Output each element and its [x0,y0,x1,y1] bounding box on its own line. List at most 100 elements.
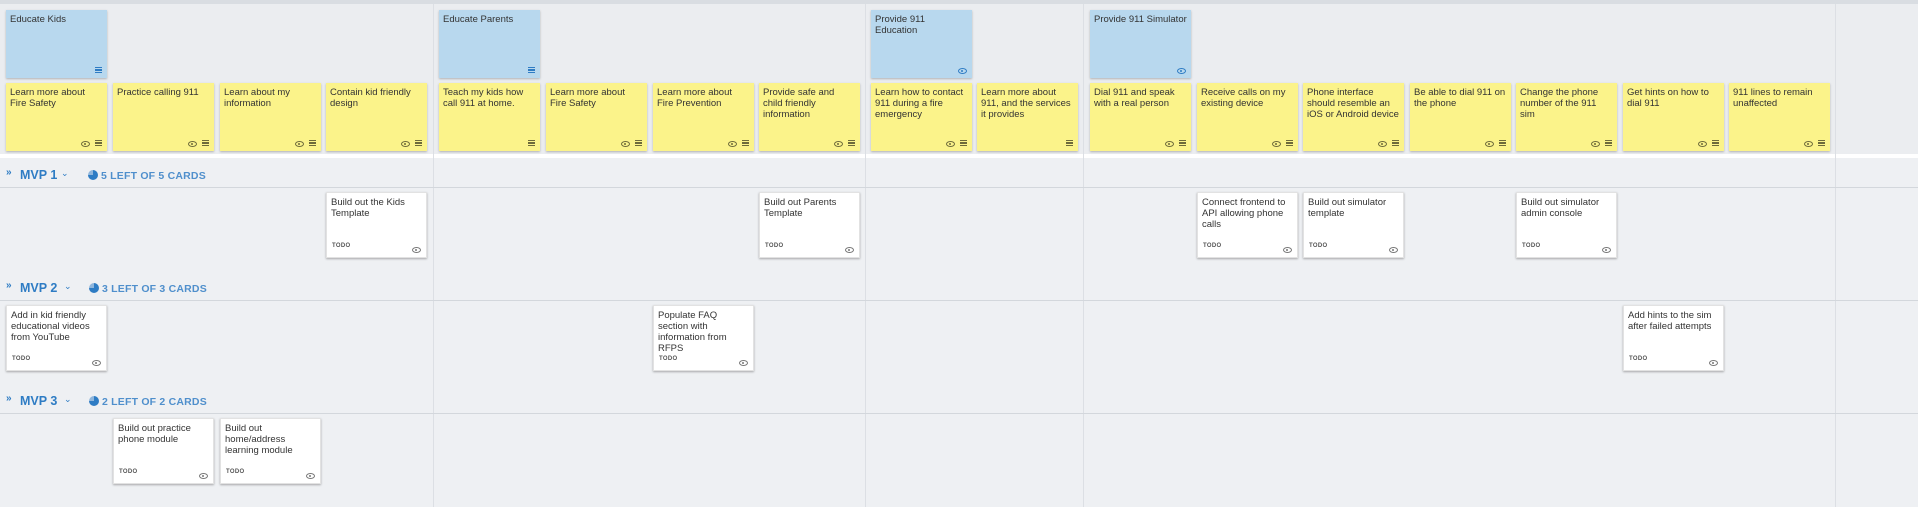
step-card[interactable]: Learn more about Fire Safety [546,83,647,151]
step-card[interactable]: Provide safe and child friendly informat… [759,83,860,151]
progress-pie-icon [89,396,99,406]
step-card[interactable]: Change the phone number of the 911 sim [1516,83,1617,151]
menu-icon[interactable] [635,140,642,146]
step-label: Learn more about 911, and the services i… [981,87,1071,120]
release-header[interactable]: » MVP 1 ⌄ 5 LEFT OF 5 CARDS [0,163,400,189]
menu-icon[interactable] [1392,140,1399,146]
step-card[interactable]: Practice calling 911 [113,83,214,151]
eye-icon[interactable] [306,473,315,479]
step-card[interactable]: Dial 911 and speak with a real person [1090,83,1191,151]
menu-icon[interactable] [1818,140,1825,146]
chevron-down-icon[interactable]: ⌄ [64,394,72,404]
collapse-chevrons-icon[interactable]: » [6,393,12,404]
activity-label: Provide 911 Education [875,14,925,36]
activity-card[interactable]: Provide 911 Simulator [1090,10,1191,78]
menu-icon[interactable] [960,140,967,146]
release-name[interactable]: MVP 1 [20,168,58,182]
board-top-strip [0,0,1918,4]
step-card[interactable]: Teach my kids how call 911 at home. [439,83,540,151]
menu-icon[interactable] [309,140,316,146]
task-card[interactable]: Build out simulator template TODO [1303,192,1404,258]
activity-card[interactable]: Educate Parents [439,10,540,78]
eye-icon[interactable] [92,360,101,366]
eye-icon[interactable] [1485,141,1494,147]
menu-icon[interactable] [1712,140,1719,146]
activity-card[interactable]: Educate Kids [6,10,107,78]
menu-icon[interactable] [528,67,535,73]
step-card[interactable]: Learn about my information [220,83,321,151]
release-header[interactable]: » MVP 2 ⌄ 3 LEFT OF 3 CARDS [0,276,400,302]
step-card[interactable]: Be able to dial 911 on the phone [1410,83,1511,151]
menu-icon[interactable] [1066,140,1073,146]
menu-icon[interactable] [1499,140,1506,146]
task-card[interactable]: Connect frontend to API allowing phone c… [1197,192,1298,258]
eye-icon[interactable] [1389,247,1398,253]
chevron-down-icon[interactable]: ⌄ [64,281,72,291]
release-name[interactable]: MVP 3 [20,394,58,408]
step-card[interactable]: Receive calls on my existing device [1197,83,1298,151]
step-card[interactable]: Contain kid friendly design [326,83,427,151]
release-header[interactable]: » MVP 3 ⌄ 2 LEFT OF 2 CARDS [0,389,400,415]
task-card[interactable]: Build out simulator admin console TODO [1516,192,1617,258]
task-label: Build out practice phone module [118,423,191,445]
task-card[interactable]: Populate FAQ section with information fr… [653,305,754,371]
chevron-down-icon[interactable]: ⌄ [61,168,69,178]
collapse-chevrons-icon[interactable]: » [6,167,12,178]
step-card[interactable]: Learn more about 911, and the services i… [977,83,1078,151]
menu-icon[interactable] [1179,140,1186,146]
eye-icon[interactable] [1709,360,1718,366]
eye-icon[interactable] [1602,247,1611,253]
release-name[interactable]: MVP 2 [20,281,58,295]
task-label: Build out simulator admin console [1521,197,1600,219]
eye-icon[interactable] [401,141,410,147]
eye-icon[interactable] [958,68,967,74]
menu-icon[interactable] [1286,140,1293,146]
task-card[interactable]: Build out home/address learning module T… [220,418,321,484]
task-card[interactable]: Build out practice phone module TODO [113,418,214,484]
task-card[interactable]: Add in kid friendly educational videos f… [6,305,107,371]
eye-icon[interactable] [1698,141,1707,147]
step-card[interactable]: Learn more about Fire Safety [6,83,107,151]
step-card[interactable]: Phone interface should resemble an iOS o… [1303,83,1404,151]
eye-icon[interactable] [1177,68,1186,74]
step-card[interactable]: 911 lines to remain unaffected [1729,83,1830,151]
eye-icon[interactable] [845,247,854,253]
menu-icon[interactable] [415,140,422,146]
task-card[interactable]: Build out the Kids Template TODO [326,192,427,258]
eye-icon[interactable] [81,141,90,147]
task-label: Add hints to the sim after failed attemp… [1628,310,1712,332]
eye-icon[interactable] [739,360,748,366]
step-card[interactable]: Get hints on how to dial 911 [1623,83,1724,151]
step-card[interactable]: Learn more about Fire Prevention [653,83,754,151]
eye-icon[interactable] [188,141,197,147]
menu-icon[interactable] [1605,140,1612,146]
menu-icon[interactable] [848,140,855,146]
menu-icon[interactable] [742,140,749,146]
task-card[interactable]: Add hints to the sim after failed attemp… [1623,305,1724,371]
menu-icon[interactable] [528,140,535,146]
backbone-separator [0,154,1918,158]
step-card[interactable]: Learn how to contact 911 during a fire e… [871,83,972,151]
eye-icon[interactable] [1165,141,1174,147]
eye-icon[interactable] [1283,247,1292,253]
eye-icon[interactable] [1591,141,1600,147]
menu-icon[interactable] [95,67,102,73]
eye-icon[interactable] [412,247,421,253]
eye-icon[interactable] [295,141,304,147]
step-label: Change the phone number of the 911 sim [1520,87,1599,120]
progress-pie-icon [89,283,99,293]
task-card[interactable]: Build out Parents Template TODO [759,192,860,258]
collapse-chevrons-icon[interactable]: » [6,280,12,291]
step-label: Receive calls on my existing device [1201,87,1286,109]
menu-icon[interactable] [95,140,102,146]
eye-icon[interactable] [621,141,630,147]
eye-icon[interactable] [728,141,737,147]
eye-icon[interactable] [946,141,955,147]
eye-icon[interactable] [1378,141,1387,147]
eye-icon[interactable] [834,141,843,147]
eye-icon[interactable] [199,473,208,479]
activity-card[interactable]: Provide 911 Education [871,10,972,78]
eye-icon[interactable] [1272,141,1281,147]
menu-icon[interactable] [202,140,209,146]
eye-icon[interactable] [1804,141,1813,147]
